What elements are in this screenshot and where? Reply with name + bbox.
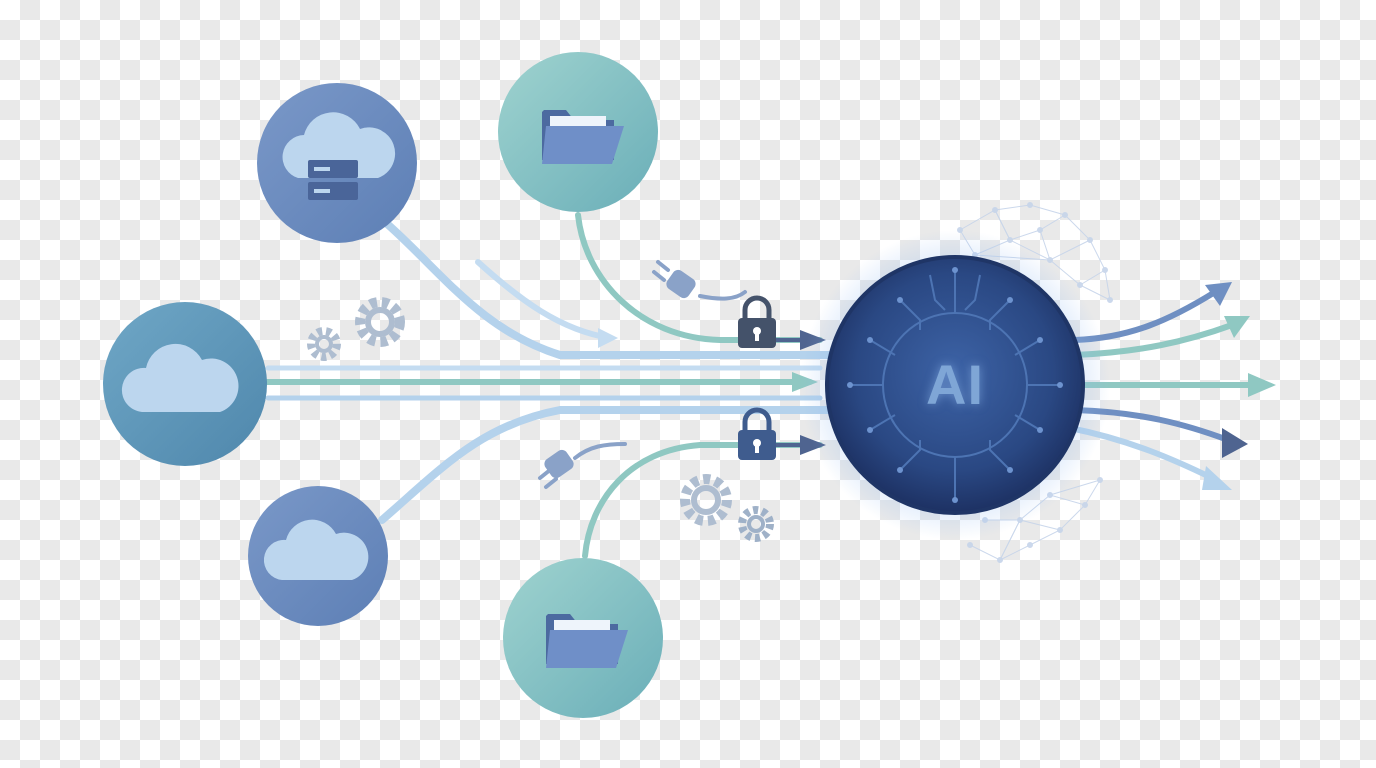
circuit-pattern [850,270,1060,500]
incoming-flows [257,212,834,559]
flow-line [475,259,613,341]
cloud-icon [121,343,239,412]
incoming-arrowheads [598,328,826,455]
arrow-head [1202,466,1232,490]
outgoing-arrowheads [1202,282,1276,490]
flow-line [378,406,834,524]
gear-icon [307,327,341,361]
gear-icon [355,297,405,347]
gear-icon [680,474,732,526]
folder-icon [546,614,628,668]
gear-icon [738,506,774,542]
plug-icon [652,260,747,301]
arrow-head [1248,373,1276,397]
flow-line [582,442,823,559]
arrow-head [1222,428,1248,458]
ai-hub [800,230,1110,540]
cloud-left-node [103,302,267,466]
arrow-head [598,328,618,348]
cloud-server-icon [282,112,396,200]
lock-icon [738,407,776,460]
folder-icon [542,110,624,164]
cloud-bottom-node [248,486,388,626]
ai-hub-label: AI [926,352,984,416]
folder-top-node [498,52,658,212]
arrow-head [1205,282,1232,306]
cloud-icon [263,519,369,580]
cloud-server-node [257,83,417,243]
flow-line [381,218,834,359]
flow-line [575,212,823,343]
plug-icon [538,442,627,489]
folder-bottom-node [503,558,663,718]
arrow-head [1224,316,1250,338]
lock-icon [738,295,776,348]
